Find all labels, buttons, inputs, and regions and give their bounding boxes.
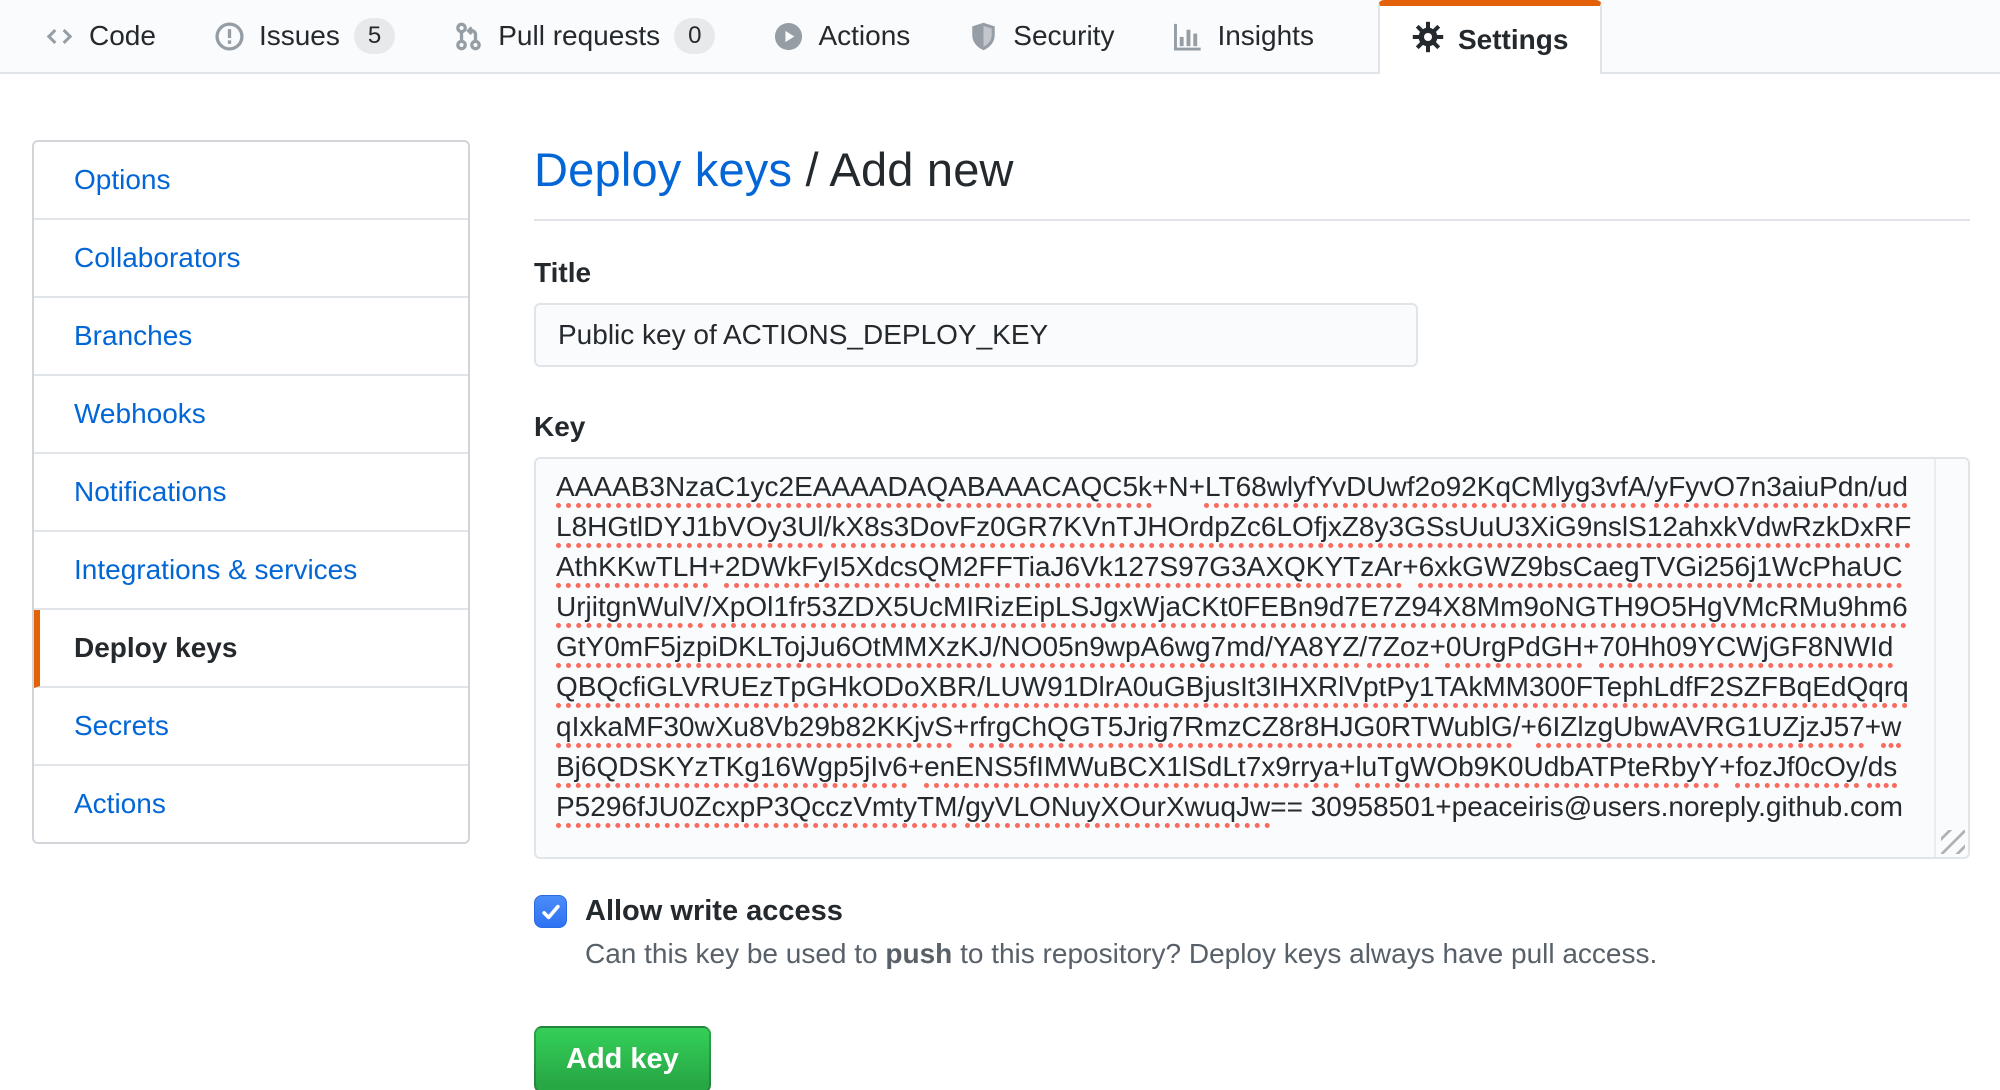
deploy-keys-main: Deploy keys / Add new Title Key AAAAB3Nz… bbox=[534, 140, 1970, 1090]
checkmark-icon bbox=[541, 904, 560, 919]
allow-write-access-row: Allow write access bbox=[534, 895, 1970, 928]
code-icon bbox=[44, 21, 75, 52]
tab-label: Actions bbox=[818, 20, 911, 51]
gear-icon bbox=[1412, 21, 1444, 60]
breadcrumb-separator: / bbox=[792, 143, 830, 196]
key-text: AAAAB3NzaC1yc2EAAAADAQABAAACAQC5k+N+LT68… bbox=[556, 471, 1912, 822]
tab-label: Code bbox=[89, 20, 156, 51]
title-input[interactable] bbox=[534, 303, 1418, 367]
key-comment: 30958501+peaceiris@users.noreply.github.… bbox=[1302, 791, 1903, 822]
repo-tab-bar: Code Issues 5 Pull requests 0 Actions Se… bbox=[0, 0, 2000, 74]
page-title: Deploy keys / Add new bbox=[534, 142, 1970, 197]
key-field-label: Key bbox=[534, 411, 586, 442]
allow-write-access-checkbox[interactable] bbox=[534, 895, 567, 928]
tab-pull-requests[interactable]: Pull requests 0 bbox=[453, 18, 716, 54]
sidebar-item-integrations-services[interactable]: Integrations & services bbox=[34, 532, 468, 610]
tab-insights[interactable]: Insights bbox=[1172, 20, 1314, 52]
settings-sidebar: Options Collaborators Branches Webhooks … bbox=[32, 140, 470, 844]
settings-content: Options Collaborators Branches Webhooks … bbox=[0, 74, 2000, 1090]
issues-counter-badge: 5 bbox=[353, 18, 396, 54]
sidebar-item-webhooks[interactable]: Webhooks bbox=[34, 376, 468, 454]
title-field-label: Title bbox=[534, 257, 592, 288]
tab-label: Settings bbox=[1457, 24, 1569, 55]
tab-security[interactable]: Security bbox=[968, 20, 1114, 52]
shield-icon bbox=[968, 21, 999, 52]
allow-write-access-label[interactable]: Allow write access bbox=[585, 895, 843, 927]
sidebar-item-actions[interactable]: Actions bbox=[74, 788, 166, 819]
heading-divider bbox=[534, 219, 1970, 221]
sidebar-item-notifications[interactable]: Notifications bbox=[34, 454, 468, 532]
sidebar-item-deploy-keys[interactable]: Deploy keys bbox=[34, 610, 468, 688]
git-pull-request-icon bbox=[453, 21, 484, 52]
deploy-keys-breadcrumb-link[interactable]: Deploy keys bbox=[534, 143, 793, 196]
tab-label: Pull requests bbox=[498, 20, 661, 51]
graph-icon bbox=[1172, 21, 1203, 52]
write-access-description: Can this key be used to push to this rep… bbox=[585, 938, 1658, 969]
tab-label: Insights bbox=[1217, 20, 1314, 51]
sidebar-item-options[interactable]: Options bbox=[34, 142, 468, 220]
tab-label: Issues bbox=[258, 20, 340, 51]
pull-requests-counter-badge: 0 bbox=[674, 18, 716, 54]
sidebar-item-collaborators[interactable]: Collaborators bbox=[34, 220, 468, 298]
add-key-button[interactable]: Add key bbox=[534, 1026, 711, 1090]
issue-opened-icon bbox=[214, 21, 245, 52]
tab-settings[interactable]: Settings bbox=[1377, 0, 1603, 74]
tab-actions[interactable]: Actions bbox=[773, 20, 910, 52]
breadcrumb-current: Add new bbox=[829, 143, 1014, 196]
play-icon bbox=[773, 21, 804, 52]
key-textarea[interactable]: AAAAB3NzaC1yc2EAAAADAQABAAACAQC5k+N+LT68… bbox=[534, 457, 1970, 859]
tab-issues[interactable]: Issues 5 bbox=[214, 18, 396, 54]
sidebar-item-branches[interactable]: Branches bbox=[34, 298, 468, 376]
tab-code[interactable]: Code bbox=[44, 20, 156, 52]
sidebar-item-secrets[interactable]: Secrets bbox=[34, 688, 468, 766]
tab-label: Security bbox=[1013, 20, 1115, 51]
